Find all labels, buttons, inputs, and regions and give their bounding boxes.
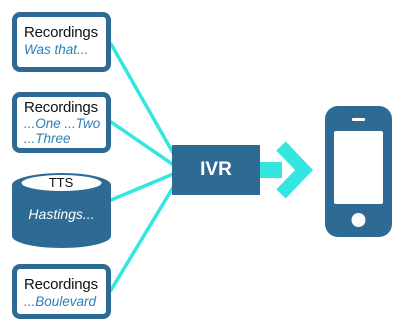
recordings-text: ...One ...Two xyxy=(24,115,101,131)
recordings-box-2: Recordings ...One ...Two ...Three xyxy=(12,92,111,153)
recordings-box-1: Recordings Was that... xyxy=(12,12,111,72)
connector-recordings-3 xyxy=(109,174,182,292)
recordings-text: Was that... xyxy=(24,41,89,57)
recordings-text: ...Boulevard xyxy=(24,293,97,309)
ivr-box xyxy=(172,145,260,195)
tts-cylinder xyxy=(12,173,111,249)
arrow-to-phone xyxy=(260,141,314,199)
tts-text: Hastings... xyxy=(28,206,95,222)
recordings-title: Recordings xyxy=(24,99,98,116)
connector-recordings-2 xyxy=(109,120,180,170)
recordings-title: Recordings xyxy=(24,276,98,293)
connector-tts xyxy=(109,170,180,202)
connector-recordings-1 xyxy=(109,42,182,167)
recordings-text: ...Three xyxy=(24,130,71,146)
phone-icon xyxy=(325,106,392,237)
connectors xyxy=(109,42,182,292)
ivr-label: IVR xyxy=(200,159,232,180)
tts-label: TTS xyxy=(48,175,74,190)
recordings-title: Recordings xyxy=(24,24,98,41)
recordings-box-3: Recordings ...Boulevard xyxy=(12,264,111,319)
